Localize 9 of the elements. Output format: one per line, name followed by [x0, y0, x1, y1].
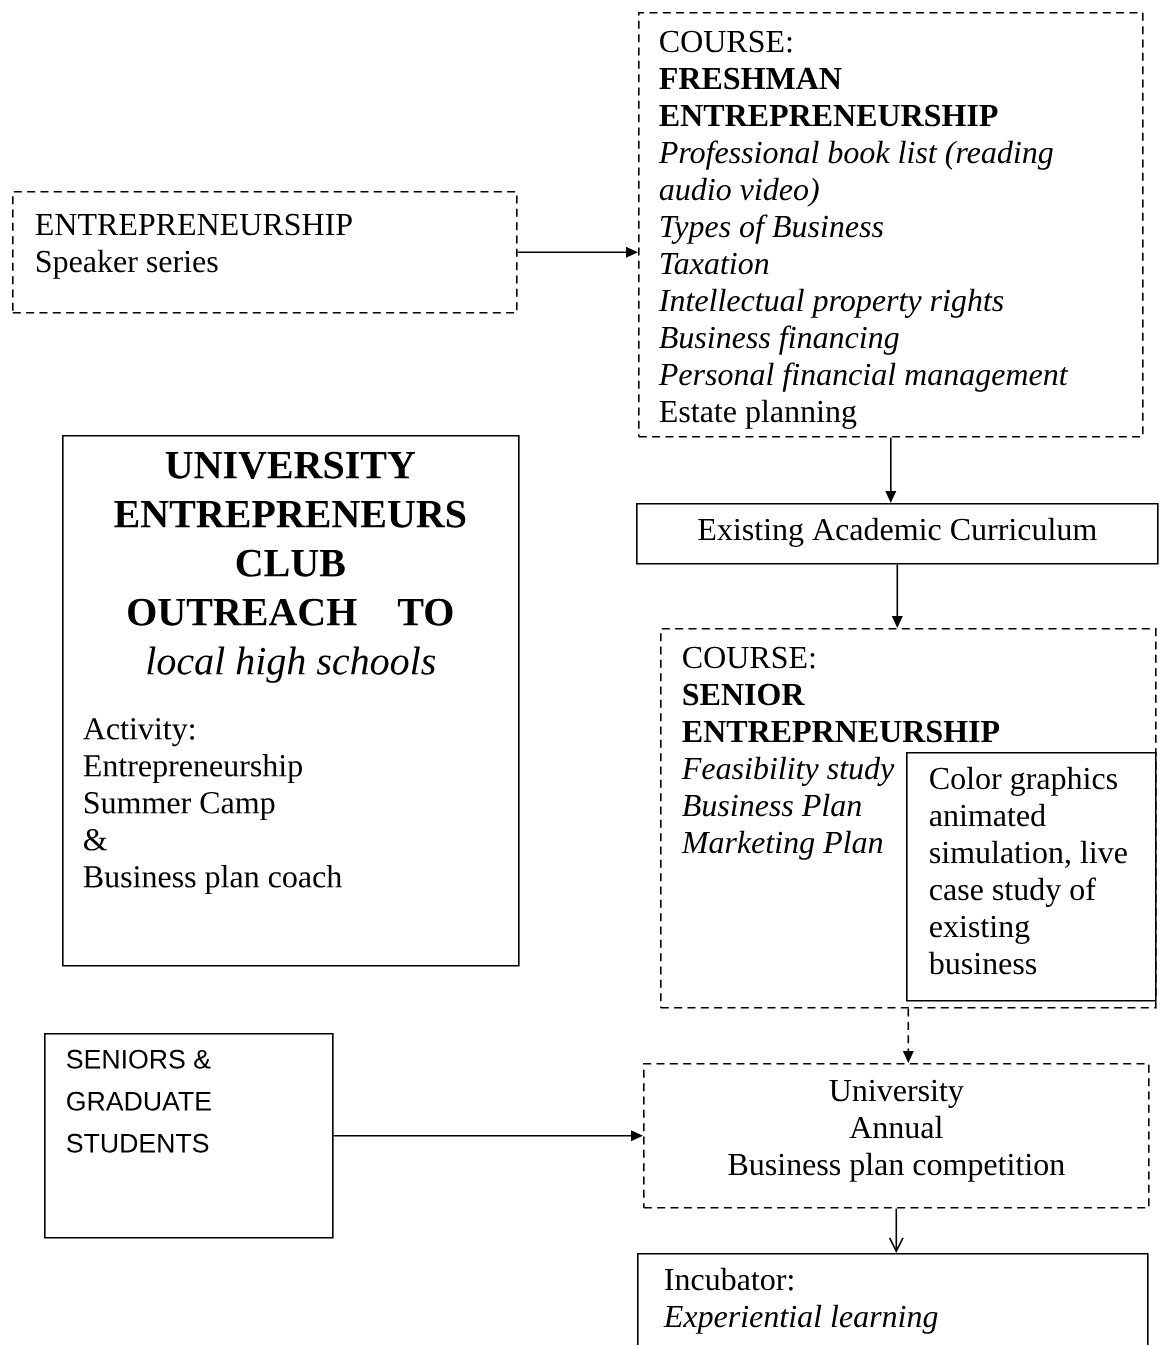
- arrow: [888, 1207, 904, 1253]
- text-box: SENIORS & GRADUATE STUDENTS: [44, 1033, 334, 1239]
- text-box: COURSE: FRESHMAN ENTREPRENEURSHIP Professional book list (reading audio video) Types of Business Taxation Intellectual property rights Business financing Personal financial management Estate planning: [638, 12, 1144, 438]
- text-box: Color graphics animated simulation, live case study of existing business: [906, 752, 1157, 1002]
- text-box: ENTREPRENEURSHIP Speaker series: [12, 191, 518, 314]
- text-box: UNIVERSITY ENTREPRENEURS CLUB OUTREACH TO local high schools Activity: Entrepreneurship Summer Camp & Business plan coach: [62, 435, 520, 967]
- text-box: Existing Academic Curriculum: [636, 503, 1159, 565]
- text-box: University Annual Business plan competition: [643, 1063, 1150, 1209]
- text-box: Incubator: Experiential learning: [637, 1253, 1149, 1345]
